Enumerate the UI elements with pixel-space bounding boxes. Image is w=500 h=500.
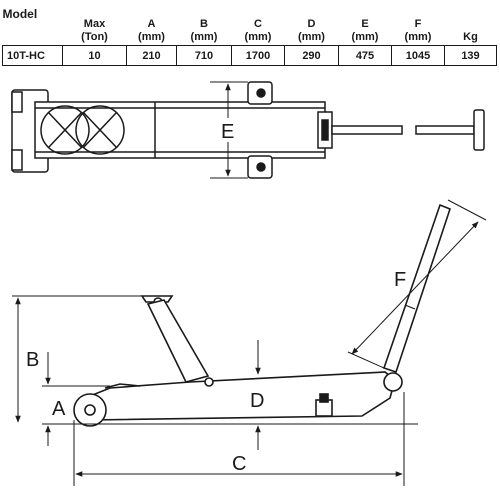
header-d: D(mm) [298, 18, 325, 43]
frame-side-view [78, 371, 396, 421]
cell-model: 10T-HC [2, 45, 63, 66]
header-a: A(mm) [138, 18, 165, 43]
dimension-b [12, 295, 142, 423]
header-kg: Kg [463, 31, 478, 43]
cell-max: 10 [62, 45, 127, 66]
cell-d: 290 [284, 45, 339, 66]
lift-arm [146, 299, 210, 383]
spec-table: Model Max(Ton) A(mm) B(mm) C(mm) D(mm) E… [2, 4, 497, 66]
label-a: A [52, 398, 66, 420]
top-view [11, 81, 485, 179]
table-row: 10T-HC 10 210 710 1700 290 475 1045 139 [2, 45, 497, 66]
rear-wheel [383, 372, 403, 392]
handle-shaft-top-view-2 [415, 125, 475, 135]
label-d: D [250, 390, 264, 412]
header-c: C(mm) [244, 18, 272, 43]
cell-a: 210 [126, 45, 177, 66]
table-header-row: Model Max(Ton) A(mm) B(mm) C(mm) D(mm) E… [3, 4, 497, 46]
arm-pivot [204, 377, 214, 387]
header-f: F(mm) [404, 18, 432, 43]
cell-b: 710 [176, 45, 232, 66]
label-c: C [232, 453, 246, 475]
label-e: E [221, 121, 234, 143]
saddle-circle-left [40, 105, 90, 155]
front-plate-top-tab [11, 91, 23, 113]
cell-e: 475 [338, 45, 392, 66]
cell-kg: 139 [444, 45, 497, 66]
handle-shaft-top-view [331, 125, 403, 135]
front-plate-bottom-tab [11, 149, 23, 171]
header-max: Max(Ton) [81, 18, 108, 43]
saddle-circle-right [75, 105, 125, 155]
dimension-f [347, 199, 487, 369]
header-b: B(mm) [190, 18, 218, 43]
dimension-c [73, 392, 405, 486]
header-model: Model [2, 7, 38, 21]
handle-grip-top-view [473, 109, 485, 151]
header-e: E(mm) [351, 18, 379, 43]
label-f: F [394, 269, 406, 291]
frame-top-view [34, 101, 326, 159]
cell-f: 1045 [391, 45, 445, 66]
dimension-a [42, 352, 110, 446]
dimension-e [210, 81, 248, 179]
label-b: B [26, 349, 39, 371]
